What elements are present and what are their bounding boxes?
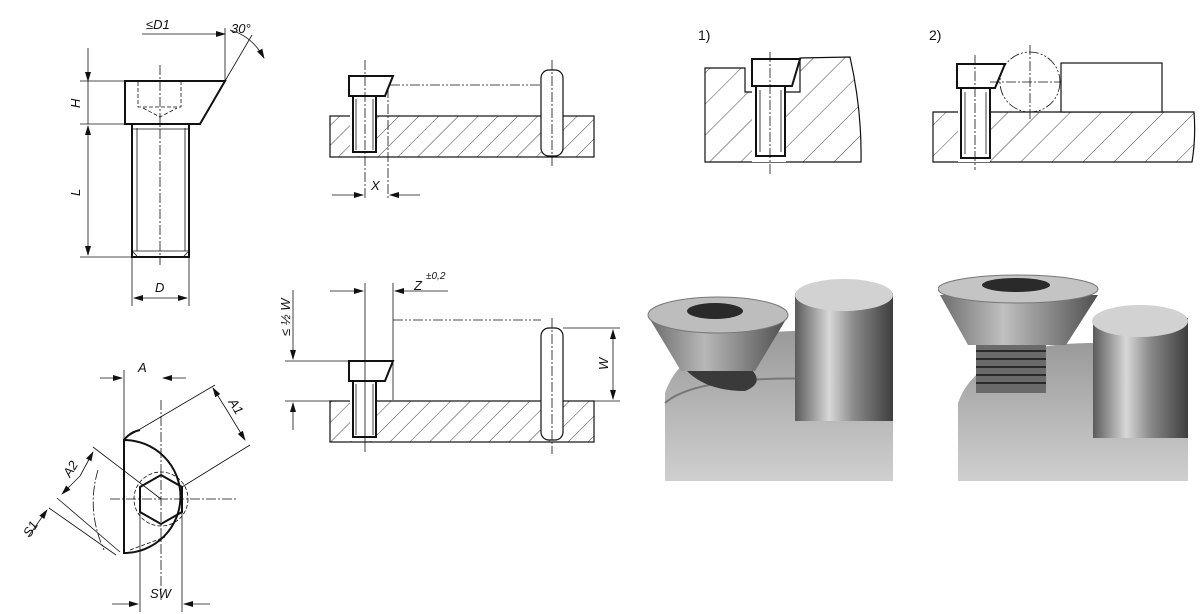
label-l: L [68,189,83,196]
label-z-tolerance: ±0,2 [426,271,446,282]
photo-render-2 [938,273,1188,481]
photo-clamp-screw-raised [938,273,1188,481]
side-view-screw: ≤D1 30° H L D [68,17,265,306]
label-s1: S1 [20,518,41,539]
photo-clamp-screw-low [645,273,893,481]
label-application-1: 1) [698,27,710,43]
label-half-w: ≤ ½ W [278,297,293,336]
label-sw: SW [150,586,173,601]
label-z: Z [413,278,423,293]
label-application-2: 2) [929,27,941,43]
label-d: D [155,280,164,295]
label-h: H [68,98,83,108]
mounting-diagram-x: X [329,60,595,200]
label-w: W [596,356,611,370]
label-d1: ≤D1 [146,17,170,32]
photo-render-1 [645,273,893,481]
application-diagram-2: 2) [929,27,1196,170]
label-angle: 30° [231,21,251,36]
top-view-screw: A A1 A2 S1 SW [20,360,251,612]
mounting-diagram-z: Z ±0,2 ≤ ½ W W [278,271,620,454]
label-a2: A2 [59,458,81,481]
label-a: A [137,360,147,375]
label-a1: A1 [225,395,247,417]
application-diagram-1: 1) [698,27,862,174]
label-x: X [370,178,381,193]
